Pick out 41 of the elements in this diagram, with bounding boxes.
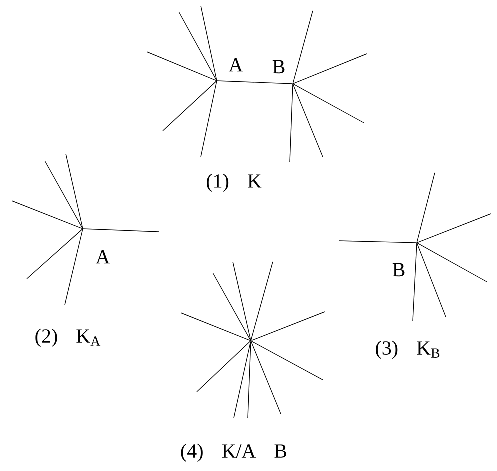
graph-edge xyxy=(416,242,488,282)
graph-edge xyxy=(251,341,324,380)
graph-edge xyxy=(66,154,84,230)
figure-caption: (1) K xyxy=(207,174,262,192)
graph-edge xyxy=(196,341,251,392)
vertex: B xyxy=(392,263,405,277)
graph-edge xyxy=(26,228,84,280)
vertex: A xyxy=(228,58,244,72)
graph-edge xyxy=(200,80,218,158)
vertex: B xyxy=(272,60,285,74)
graph-edge xyxy=(251,312,326,342)
graph-edge xyxy=(44,160,84,230)
graph-edge xyxy=(412,242,418,322)
figure-caption: (3) K$_{B}$ xyxy=(376,340,440,360)
graph-edge xyxy=(212,272,251,341)
graph-edge xyxy=(232,262,252,341)
graph-edge xyxy=(416,214,492,244)
graph-edge xyxy=(234,341,252,418)
graph-edge xyxy=(180,312,251,342)
graph-edge xyxy=(64,228,84,306)
graph-edge xyxy=(200,6,218,82)
graph-edge xyxy=(248,341,252,418)
graph-edge xyxy=(82,228,160,232)
graph-edge xyxy=(292,84,364,124)
graph-edge xyxy=(12,200,84,230)
graph-edge xyxy=(250,262,274,341)
graph-edge xyxy=(416,242,446,318)
graph-edge xyxy=(292,10,314,84)
graph-edge xyxy=(292,84,324,158)
graph-edge xyxy=(416,172,436,244)
graph-edge xyxy=(216,80,294,84)
graph-edge xyxy=(292,54,368,84)
figure-caption: (4) K/A B xyxy=(181,444,287,462)
graph-edge xyxy=(178,12,218,82)
graph-edge xyxy=(162,80,218,132)
graph-edge xyxy=(146,52,218,82)
vertex: A xyxy=(96,250,110,264)
graph-edge xyxy=(290,84,294,162)
graph-edge xyxy=(250,341,282,414)
graph-edge xyxy=(338,240,418,244)
figure-caption: (2) K$_{A}$ xyxy=(36,328,101,348)
